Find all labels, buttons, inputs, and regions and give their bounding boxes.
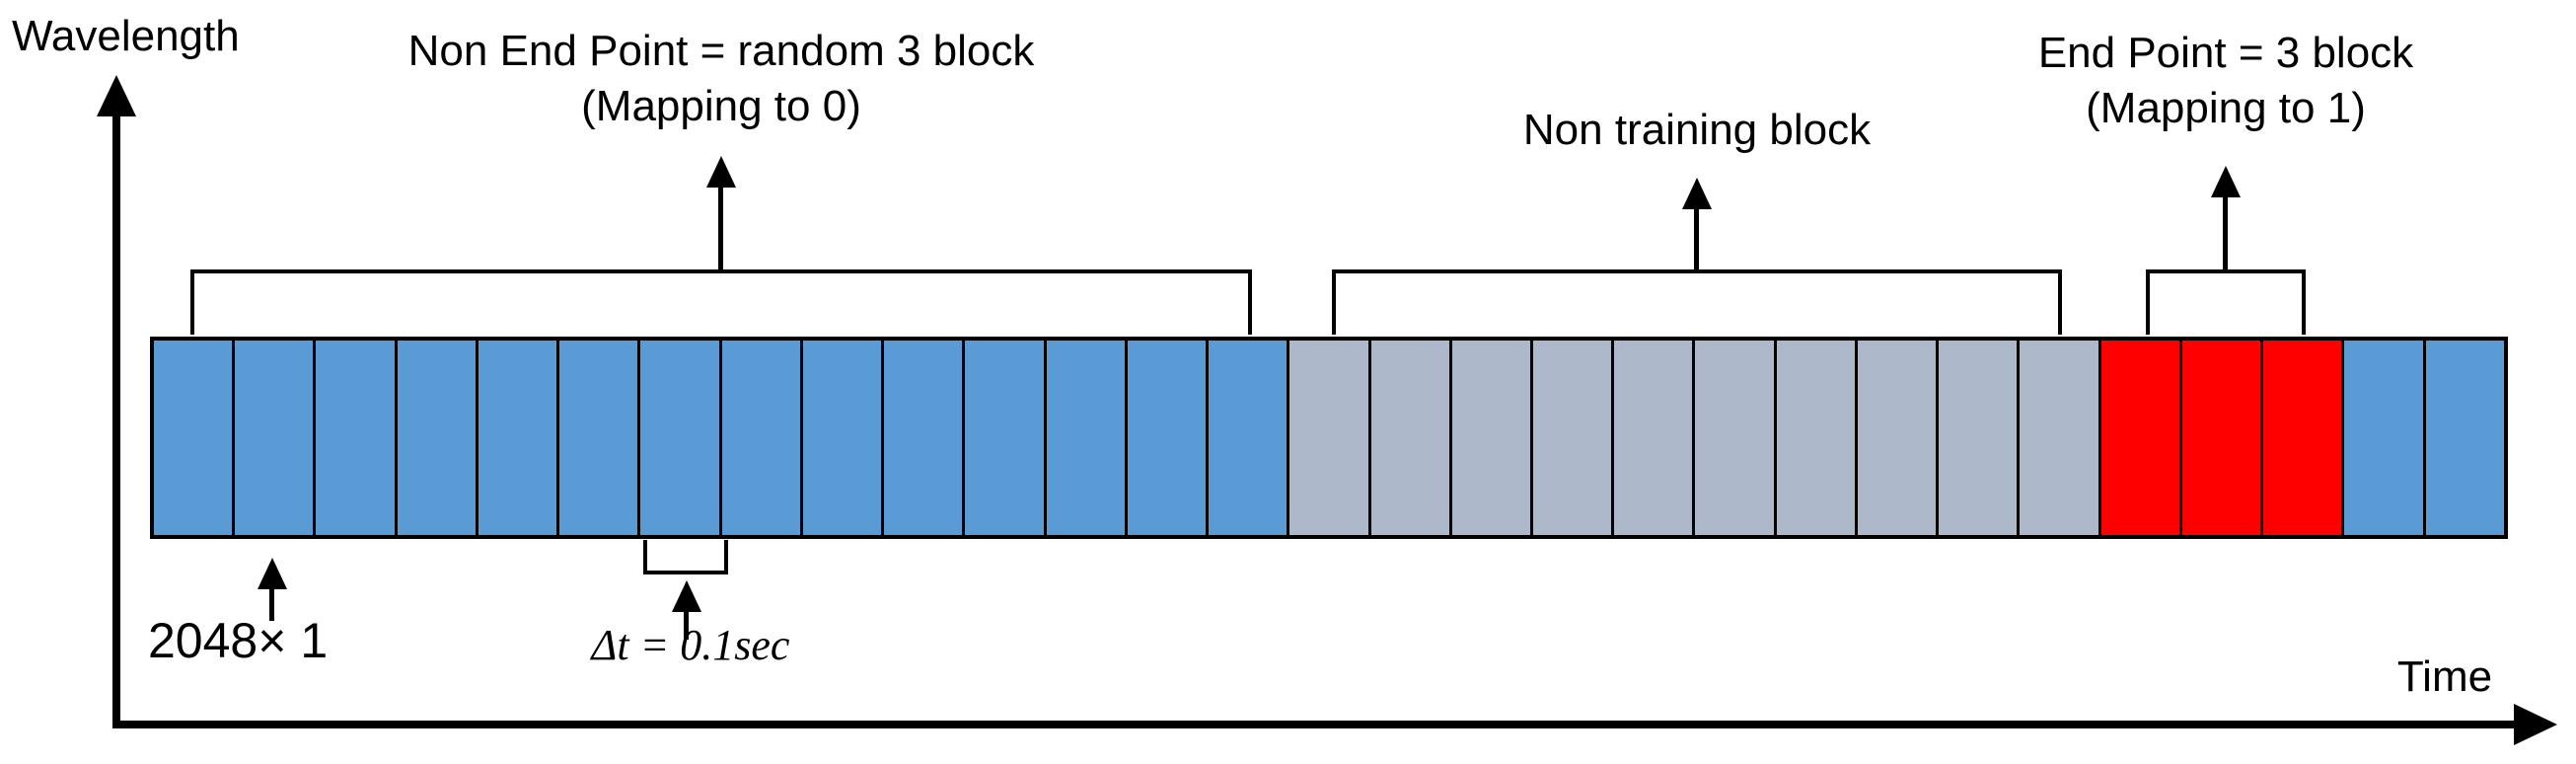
y-axis-arrow-icon: [97, 75, 136, 116]
block-non-training: [1529, 341, 1612, 535]
block-end-point: [2178, 341, 2261, 535]
block-non-training: [1611, 341, 1693, 535]
block-non-end-point: [718, 341, 800, 535]
block-end-point: [2260, 341, 2342, 535]
time-step-label: Δt = 0.1sec: [591, 621, 790, 669]
bracket-end-point: [2146, 269, 2306, 335]
block-non-end-point: [394, 341, 476, 535]
non-training-arrow-icon: [1682, 178, 1712, 209]
block-non-end-point: [154, 341, 233, 535]
x-axis-arrow-icon: [2514, 704, 2557, 745]
time-step-arrow-stem: [684, 606, 689, 640]
block-non-end-point: [475, 341, 557, 535]
bracket-non-training: [1332, 269, 2062, 335]
block-non-training: [1936, 341, 2018, 535]
end-point-label-line2: (Mapping to 1): [2086, 84, 2366, 132]
y-axis-label: Wavelength: [12, 12, 240, 60]
block-trailing: [2422, 341, 2504, 535]
block-non-end-point: [1206, 341, 1288, 535]
block-non-training: [1287, 341, 1368, 535]
block-non-end-point: [637, 341, 719, 535]
y-axis-line: [112, 111, 120, 728]
non-end-point-label-line1: Non End Point = random 3 block: [407, 27, 1035, 75]
block-non-training: [1367, 341, 1449, 535]
non-training-label: Non training block: [1522, 106, 1872, 154]
block-non-end-point: [881, 341, 963, 535]
block-trailing: [2341, 341, 2423, 535]
non-end-point-label-line2: (Mapping to 0): [581, 82, 861, 130]
block-non-end-point: [232, 341, 314, 535]
block-non-training: [1692, 341, 1774, 535]
block-non-end-point: [1043, 341, 1125, 535]
non-training-arrow-stem: [1694, 205, 1699, 269]
block-non-training: [2017, 341, 2098, 535]
non-end-point-label: Non End Point = random 3 block (Mapping …: [277, 24, 1165, 134]
non-end-point-arrow-stem: [718, 184, 723, 269]
block-end-point: [2098, 341, 2179, 535]
end-point-arrow-stem: [2223, 193, 2228, 269]
bracket-non-end-point: [190, 269, 1252, 335]
x-axis-line: [112, 721, 2516, 728]
block-non-training: [1854, 341, 1937, 535]
end-point-label-line1: End Point = 3 block: [2037, 29, 2414, 77]
block-non-end-point: [799, 341, 882, 535]
end-point-arrow-icon: [2211, 166, 2241, 197]
block-non-training: [1773, 341, 1855, 535]
block-size-label: 2048× 1: [148, 613, 329, 668]
block-non-training: [1448, 341, 1530, 535]
block-non-end-point: [1124, 341, 1207, 535]
block-non-end-point: [313, 341, 395, 535]
x-axis-label: Time: [2396, 652, 2493, 701]
block-size-arrow-stem: [269, 585, 274, 621]
block-non-end-point: [962, 341, 1044, 535]
block-size-arrow-icon: [258, 558, 287, 589]
end-point-label: End Point = 3 block (Mapping to 1): [1930, 26, 2522, 136]
block-non-end-point: [556, 341, 638, 535]
non-end-point-arrow-icon: [706, 156, 736, 188]
time-step-bracket: [643, 540, 728, 574]
block-row: [150, 337, 2508, 539]
